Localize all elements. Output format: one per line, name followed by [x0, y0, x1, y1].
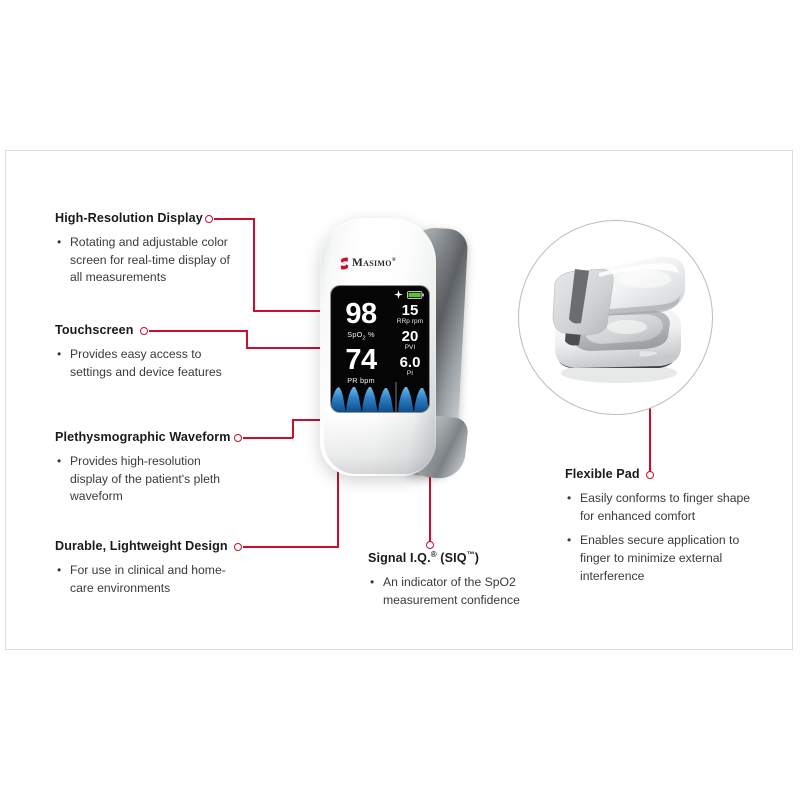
marker-flexible-pad: [646, 471, 654, 479]
list-item-text: Rotating and adjustable color screen for…: [70, 235, 230, 285]
bullet-icon: •: [57, 454, 62, 469]
bullet-icon: •: [57, 563, 62, 578]
device-bottom-shading: [324, 414, 436, 474]
pi-value: 6.0: [399, 354, 421, 371]
signal-iq-icon: [394, 290, 403, 299]
spo2-value: 98: [345, 298, 377, 330]
list-item: • Enables secure application to finger t…: [565, 532, 755, 585]
callout-title-plethysmographic-waveform: Plethysmographic Waveform: [55, 430, 231, 444]
bullet-icon: •: [567, 533, 572, 548]
masimo-logo: Masimo®: [340, 255, 424, 271]
callout-plethysmographic-waveform: Plethysmographic Waveform • Provides hig…: [55, 430, 240, 506]
callout-title-durable-lightweight-design: Durable, Lightweight Design: [55, 539, 228, 553]
list-item-text: An indicator of the SpO2 measurement con…: [383, 575, 520, 607]
connector-pleth-h1: [243, 437, 293, 439]
screen-readouts: 98 SpO2 % 74 PR bpm 15 RRp rpm 20 PVI: [331, 298, 429, 386]
callout-title-signal-iq-close: ): [474, 551, 479, 566]
marker-signal-iq: [426, 541, 434, 549]
list-item-text: Provides high-resolution display of the …: [70, 454, 221, 504]
bullet-icon: •: [567, 491, 572, 506]
flexible-pad-inset-image: [518, 220, 713, 415]
connector-touchscreen-h2: [246, 347, 350, 349]
screen-primary-readouts: 98 SpO2 % 74 PR bpm: [331, 298, 391, 386]
callout-bullets-signal-iq: • An indicator of the SpO2 measurement c…: [368, 574, 548, 609]
connector-durable-h: [243, 546, 339, 548]
marker-pleth: [234, 434, 242, 442]
respiration-rate-value: 15: [401, 302, 419, 319]
battery-full-icon: [407, 290, 424, 299]
callout-bullets-plethysmographic-waveform: • Provides high-resolution display of th…: [55, 453, 240, 506]
list-item: • Rotating and adjustable color screen f…: [55, 234, 235, 287]
device-top-highlight: [342, 224, 404, 250]
list-item-text: For use in clinical and home-care enviro…: [70, 563, 226, 595]
registered-mark: ®: [391, 257, 397, 264]
callout-touchscreen: Touchscreen • Provides easy access to se…: [55, 323, 225, 381]
connector-signal-iq-v: [429, 428, 431, 545]
marker-durable: [234, 543, 242, 551]
marker-high-res-display: [205, 215, 213, 223]
bullet-icon: •: [57, 235, 62, 250]
callout-flexible-pad: Flexible Pad • Easily conforms to finger…: [565, 467, 755, 586]
callout-signal-iq: Signal I.Q.® (SIQ™) • An indicator of th…: [368, 550, 548, 610]
callout-bullets-flexible-pad: • Easily conforms to finger shape for en…: [565, 490, 755, 585]
pi-group: 6.0 PI: [400, 355, 421, 377]
bullet-icon: •: [370, 575, 375, 590]
list-item: • Provides high-resolution display of th…: [55, 453, 240, 506]
list-item-text: Provides easy access to settings and dev…: [70, 347, 222, 379]
pi-label: PI: [406, 370, 414, 377]
respiration-rate-label: RRp rpm: [396, 318, 424, 325]
trademark-mark: ™: [466, 550, 475, 559]
list-item: • For use in clinical and home-care envi…: [55, 562, 240, 597]
connector-flexible-pad-v: [649, 390, 651, 475]
connector-high-res-display-h2: [253, 310, 349, 312]
device-screen[interactable]: 98 SpO2 % 74 PR bpm 15 RRp rpm 20 PVI: [331, 286, 429, 412]
list-item: • Provides easy access to settings and d…: [55, 346, 225, 381]
callout-title-flexible-pad: Flexible Pad: [565, 467, 640, 481]
callout-high-resolution-display: High-Resolution Display • Rotating and a…: [55, 211, 235, 287]
callout-title-touchscreen: Touchscreen: [55, 323, 134, 337]
list-item: • An indicator of the SpO2 measurement c…: [368, 574, 548, 609]
screen-secondary-readouts: 15 RRp rpm 20 PVI 6.0 PI: [391, 300, 429, 377]
list-item-text: Enables secure application to finger to …: [580, 533, 740, 583]
callout-durable-lightweight-design: Durable, Lightweight Design • For use in…: [55, 539, 240, 597]
marker-touchscreen: [140, 327, 148, 335]
pulse-rate-value: 74: [345, 344, 377, 377]
callout-title-signal-iq-main: Signal I.Q.: [368, 551, 431, 566]
callout-bullets-durable-lightweight-design: • For use in clinical and home-care envi…: [55, 562, 240, 597]
spo2-label: SpO2 %: [347, 329, 375, 342]
pleth-waveform: [331, 382, 429, 412]
connector-high-res-display-h1: [214, 218, 254, 220]
masimo-wordmark: Masimo®: [352, 257, 397, 269]
callout-title-signal-iq-abbrev: (SIQ: [440, 551, 467, 566]
pvi-value: 20: [401, 328, 419, 345]
pulse-rate-label: PR bpm: [347, 376, 375, 386]
connector-touchscreen-h1: [149, 330, 248, 332]
pvi-label: PVI: [404, 344, 416, 351]
screen-status-bar: [394, 290, 424, 299]
callout-bullets-touchscreen: • Provides easy access to settings and d…: [55, 346, 225, 381]
connector-pleth-h2: [292, 419, 344, 421]
masimo-swoosh-icon: [340, 257, 349, 269]
list-item-text: Easily conforms to finger shape for enha…: [580, 491, 751, 523]
respiration-rate-group: 15 RRp rpm: [397, 303, 423, 325]
pulse-oximeter-device: Masimo® 98 SpO2 %: [318, 218, 470, 483]
opened-oximeter-illustration: [552, 256, 685, 383]
connector-touchscreen-v: [246, 330, 248, 349]
connector-high-res-display-v: [253, 218, 255, 311]
connector-pleth-v: [292, 420, 294, 438]
callout-title-signal-iq: Signal I.Q.® (SIQ™): [368, 550, 548, 566]
bullet-icon: •: [57, 347, 62, 362]
registered-mark: ®: [430, 550, 437, 559]
list-item: • Easily conforms to finger shape for en…: [565, 490, 755, 525]
pvi-group: 20 PVI: [402, 329, 419, 351]
callout-title-high-resolution-display: High-Resolution Display: [55, 211, 203, 225]
device-body-shell: Masimo® 98 SpO2 %: [320, 218, 436, 476]
connector-durable-v: [337, 458, 339, 547]
callout-bullets-high-resolution-display: • Rotating and adjustable color screen f…: [55, 234, 235, 287]
